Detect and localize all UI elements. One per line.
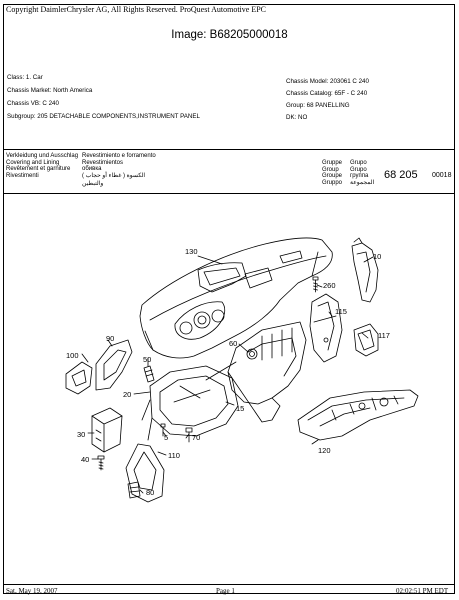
- label-260: 260: [323, 281, 336, 290]
- info-chassis-model: Chassis Model: 203061 C 240: [286, 78, 369, 85]
- info-subgroup: Subgroup: 205 DETACHABLE COMPONENTS,INST…: [7, 113, 200, 120]
- block-30-part: [91, 407, 123, 453]
- group-fr: Groupe: [322, 173, 343, 179]
- label-50: 50: [143, 355, 151, 364]
- info-chassis-market: Chassis Market: North America: [7, 87, 93, 94]
- grupo-ar: المجموعة: [350, 179, 375, 186]
- divider-top: [3, 149, 455, 150]
- info-chassis-catalog: Chassis Catalog: 65F - C 240: [286, 90, 368, 97]
- image-id: Image: B68205000018: [171, 29, 288, 41]
- grupo-pt: Grupo: [350, 160, 367, 166]
- title-en: Covering and Lining: [6, 159, 60, 166]
- screw-260-part: [312, 276, 319, 293]
- bracket-90-part: [95, 339, 133, 391]
- info-dk: DK: NO: [286, 114, 308, 121]
- grupo-ru: группа: [350, 173, 369, 179]
- footer-page: Page 1: [216, 587, 235, 595]
- cover-117-part: [353, 323, 379, 357]
- title-es: Revestimientos: [82, 159, 124, 166]
- sheet-number: 00018: [432, 172, 452, 179]
- copyright-text: Copyright DaimlerChrysler AG, All Rights…: [6, 5, 266, 14]
- title-de: Verkleidung und Ausschlag: [6, 153, 79, 159]
- center-console-part: [205, 321, 307, 423]
- label-10: 10: [373, 252, 381, 261]
- screw-40-part: [97, 455, 105, 471]
- title-pt: Revestimiento e forramento: [82, 153, 156, 159]
- clip-50-part: [143, 365, 155, 383]
- label-110: 110: [168, 451, 180, 460]
- page-frame: [3, 4, 455, 594]
- bracket-115-part: [309, 293, 343, 363]
- label-60: 60: [229, 339, 237, 348]
- group-de: Gruppe: [322, 160, 343, 166]
- instrument-panel-part: [139, 237, 333, 359]
- label-70: 70: [192, 433, 200, 442]
- group-en: Group: [322, 166, 339, 173]
- label-30: 30: [77, 430, 85, 439]
- label-90: 90: [106, 334, 114, 343]
- label-15: 15: [236, 404, 244, 413]
- label-80: 80: [146, 488, 154, 497]
- title-ar: الكسوة ( غطاء أو حجاب ): [82, 172, 146, 179]
- divider-footer: [3, 584, 455, 585]
- info-chassis-vb: Chassis VB: C 240: [7, 100, 59, 107]
- side-trim-part: [351, 237, 379, 303]
- info-class: Class: 1. Car: [7, 74, 43, 81]
- label-115: 115: [335, 307, 347, 316]
- panel-110-part: [125, 443, 165, 503]
- footer-time: 02:02:51 PM EDT: [396, 587, 449, 595]
- frame-20-part: [141, 365, 239, 441]
- info-group: Group: 68 PANELLING: [286, 102, 350, 109]
- label-20: 20: [123, 390, 131, 399]
- screw-5-part: [160, 423, 166, 437]
- panel-120-part: [297, 389, 419, 441]
- label-5: 5: [164, 433, 168, 442]
- title-fr: Revêtement et garniture: [6, 166, 71, 172]
- group-number: 68 205: [384, 169, 418, 181]
- label-40: 40: [81, 455, 89, 464]
- label-100: 100: [66, 351, 79, 360]
- label-120: 120: [318, 446, 331, 455]
- label-117: 117: [378, 331, 390, 340]
- grupo-es: Grupo: [350, 166, 367, 173]
- grommet-60-part: [246, 348, 258, 360]
- clip-80-part: [127, 481, 141, 499]
- title-ru: обивка: [82, 166, 102, 172]
- footer-date: Sat, May 19, 2007: [6, 587, 58, 595]
- group-it: Gruppo: [322, 179, 343, 186]
- title-it: Rivestimenti: [6, 172, 39, 179]
- label-130: 130: [185, 247, 198, 256]
- divider-diagram: [3, 193, 455, 194]
- title-ar-extra: والتبطين: [82, 181, 104, 187]
- mount-100-part: [65, 361, 93, 395]
